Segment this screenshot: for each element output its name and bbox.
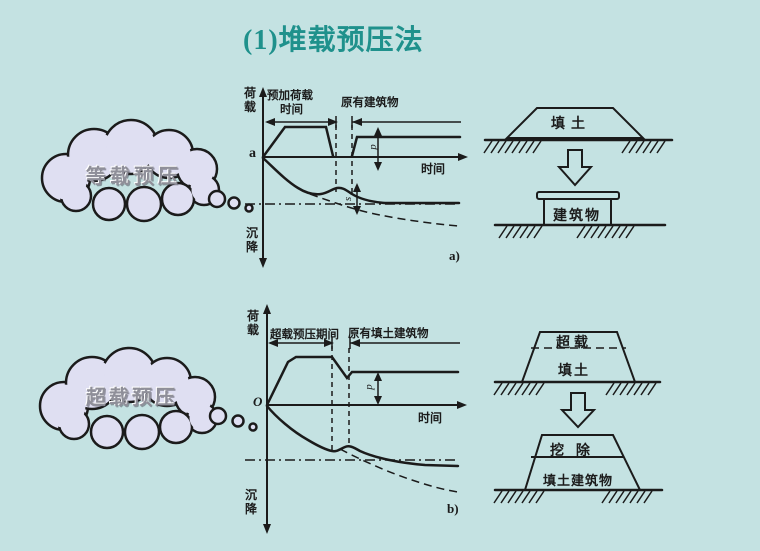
- graph1-building-load-curve: [350, 135, 462, 158]
- diagram2-fill-label: 填土: [558, 362, 590, 378]
- cloud-tail-bubbles: [207, 189, 254, 213]
- graph2-settlement-axis-label: 沉降: [244, 488, 257, 516]
- graph1-up-arrowhead-icon: [259, 87, 267, 97]
- graph2-load-settlement-chart: [245, 304, 467, 534]
- graph2-up-arrowhead-icon: [263, 304, 271, 314]
- graph1-load-dimension-arrow: [374, 127, 382, 171]
- graph1-load-symbol: p: [366, 144, 379, 150]
- diagram2-surcharge-to-excavate: [493, 331, 664, 504]
- cloud-label-overload-preload: 超载预压: [86, 387, 178, 409]
- thought-cloud-equal: [40, 118, 254, 223]
- graph1-preload-curve: [261, 125, 335, 159]
- graph1-load-axis-label: 荷载: [243, 86, 256, 114]
- graph2-existing-fill-building-label: 原有填土建筑物: [348, 328, 429, 340]
- graph2-dashed-guides: [331, 346, 350, 450]
- graph1-preload-label-line2: 时间: [280, 104, 303, 116]
- diagram2-excavate-label: 挖 除: [550, 442, 594, 458]
- graph1-existing-building-label: 原有建筑物: [341, 97, 399, 109]
- thought-cloud-overload: [38, 346, 258, 451]
- cloud-outline: [40, 118, 221, 223]
- graph1-right-arrowhead-icon: [458, 153, 468, 161]
- ground-hatching: [493, 490, 653, 504]
- graph1-time-axis-label: 时间: [421, 162, 446, 176]
- graph2-load-dimension-arrow: [374, 372, 382, 405]
- diagram1-fill-label: 填土: [551, 115, 591, 131]
- graph1-preload-label-line1: 预加荷载: [267, 90, 313, 102]
- cloud-tail-bubbles: [208, 406, 258, 432]
- down-arrow-icon: [559, 392, 597, 429]
- down-arrow-icon: [556, 149, 594, 187]
- graph1-load-settlement-chart: [245, 87, 468, 268]
- slide-title: (1)堆载预压法: [243, 25, 424, 56]
- graph1-figure-tag: a): [449, 248, 460, 263]
- ground-hatching: [483, 140, 666, 154]
- graph1-settlement-axis-label: 沉降: [245, 226, 258, 254]
- graph2-load-curve: [265, 355, 460, 407]
- graph2-no-preload-settlement-dashed: [339, 448, 459, 493]
- fill-embankment-trapezoid: [504, 107, 646, 139]
- graph2-right-arrowhead-icon: [457, 401, 467, 409]
- graph1-origin-label: a: [249, 146, 256, 161]
- ground-hatching: [498, 225, 635, 239]
- graph1-settlement-dimension-arrow: [353, 183, 361, 215]
- graph1-settlement-symbol: s: [342, 196, 355, 202]
- graph1-dashed-guides: [335, 125, 353, 195]
- diagram2-surcharge-label: 超载: [556, 334, 592, 350]
- cloud-label-equal-preload: 等载预压: [86, 166, 182, 188]
- graph1-building-period-bracket: [351, 116, 461, 128]
- building-roof-slab: [536, 191, 620, 200]
- ground-hatching: [493, 382, 657, 396]
- graph1-no-preload-settlement-dashed: [309, 193, 459, 227]
- graph2-surcharge-period-label: 超载预压期间: [270, 329, 339, 341]
- cloud-outline: [38, 346, 219, 451]
- graph2-building-period-bracket: [349, 337, 460, 349]
- graph1-down-arrowhead-icon: [259, 258, 267, 268]
- diagram2-fill-building-label: 填土建筑物: [543, 473, 614, 488]
- diagram1-fill-to-building: [483, 107, 674, 239]
- graph2-origin-label: O: [253, 394, 263, 409]
- graph2-down-arrowhead-icon: [263, 524, 271, 534]
- graph2-load-symbol: p: [362, 384, 375, 390]
- graph2-figure-tag: b): [447, 501, 459, 516]
- graph2-time-axis-label: 时间: [418, 411, 443, 425]
- diagram1-building-label: 建筑物: [553, 207, 601, 223]
- graph2-load-axis-label: 荷载: [246, 309, 259, 337]
